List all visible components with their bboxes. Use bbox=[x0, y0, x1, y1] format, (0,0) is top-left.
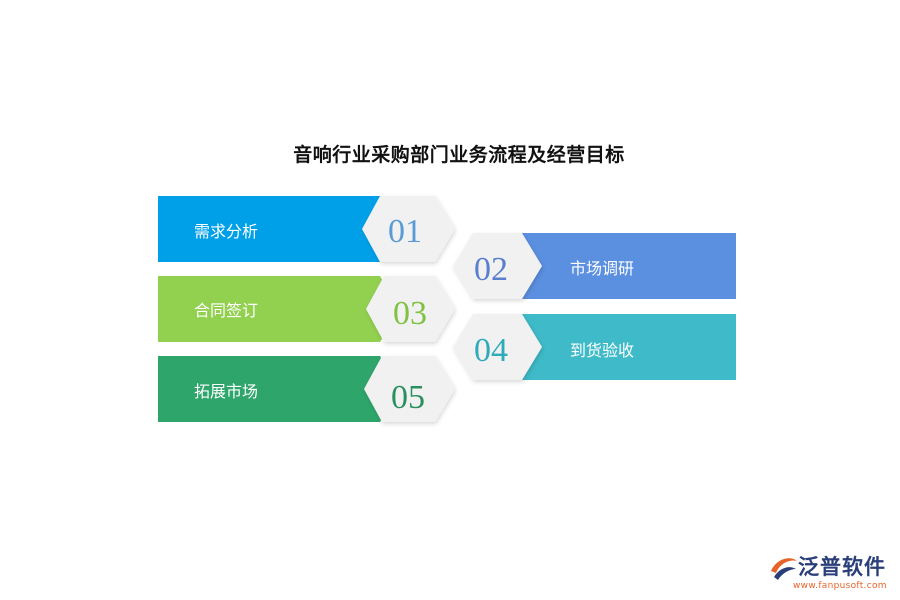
step-02-banner bbox=[502, 233, 736, 299]
step-04-hexagon bbox=[453, 314, 542, 380]
step-01-hexagon bbox=[362, 196, 455, 262]
step-01-banner bbox=[158, 196, 400, 262]
fanpu-logo-icon bbox=[771, 558, 797, 580]
step-03-number: 03 bbox=[393, 295, 427, 332]
step-01: 需求分析 01 bbox=[158, 196, 455, 262]
step-01-label: 需求分析 bbox=[194, 222, 258, 241]
step-03: 合同签订 03 bbox=[158, 276, 455, 342]
brand-logo: 泛普软件 www.fanpusoft.com bbox=[768, 551, 893, 597]
step-05-banner bbox=[158, 356, 400, 422]
step-04-number: 04 bbox=[474, 332, 508, 369]
diagram-title: 音响行业采购部门业务流程及经营目标 bbox=[293, 144, 625, 166]
step-05-number: 05 bbox=[391, 379, 425, 416]
step-04-label: 到货验收 bbox=[570, 341, 634, 360]
step-03-label: 合同签订 bbox=[194, 301, 258, 320]
step-02-label: 市场调研 bbox=[570, 259, 634, 278]
step-02-number: 02 bbox=[474, 251, 508, 288]
logo-name: 泛普软件 bbox=[798, 555, 886, 579]
logo-url: www.fanpusoft.com bbox=[793, 581, 887, 591]
step-01-number: 01 bbox=[388, 213, 422, 250]
step-05: 拓展市场 05 bbox=[158, 356, 455, 422]
step-05-label: 拓展市场 bbox=[194, 382, 258, 401]
step-04-banner bbox=[502, 314, 736, 380]
step-02-hexagon bbox=[453, 233, 542, 299]
step-03-banner bbox=[158, 276, 400, 342]
step-05-hexagon bbox=[364, 356, 455, 422]
step-02: 02 市场调研 bbox=[453, 233, 736, 299]
step-03-hexagon bbox=[366, 276, 455, 342]
step-04: 04 到货验收 bbox=[453, 314, 736, 380]
